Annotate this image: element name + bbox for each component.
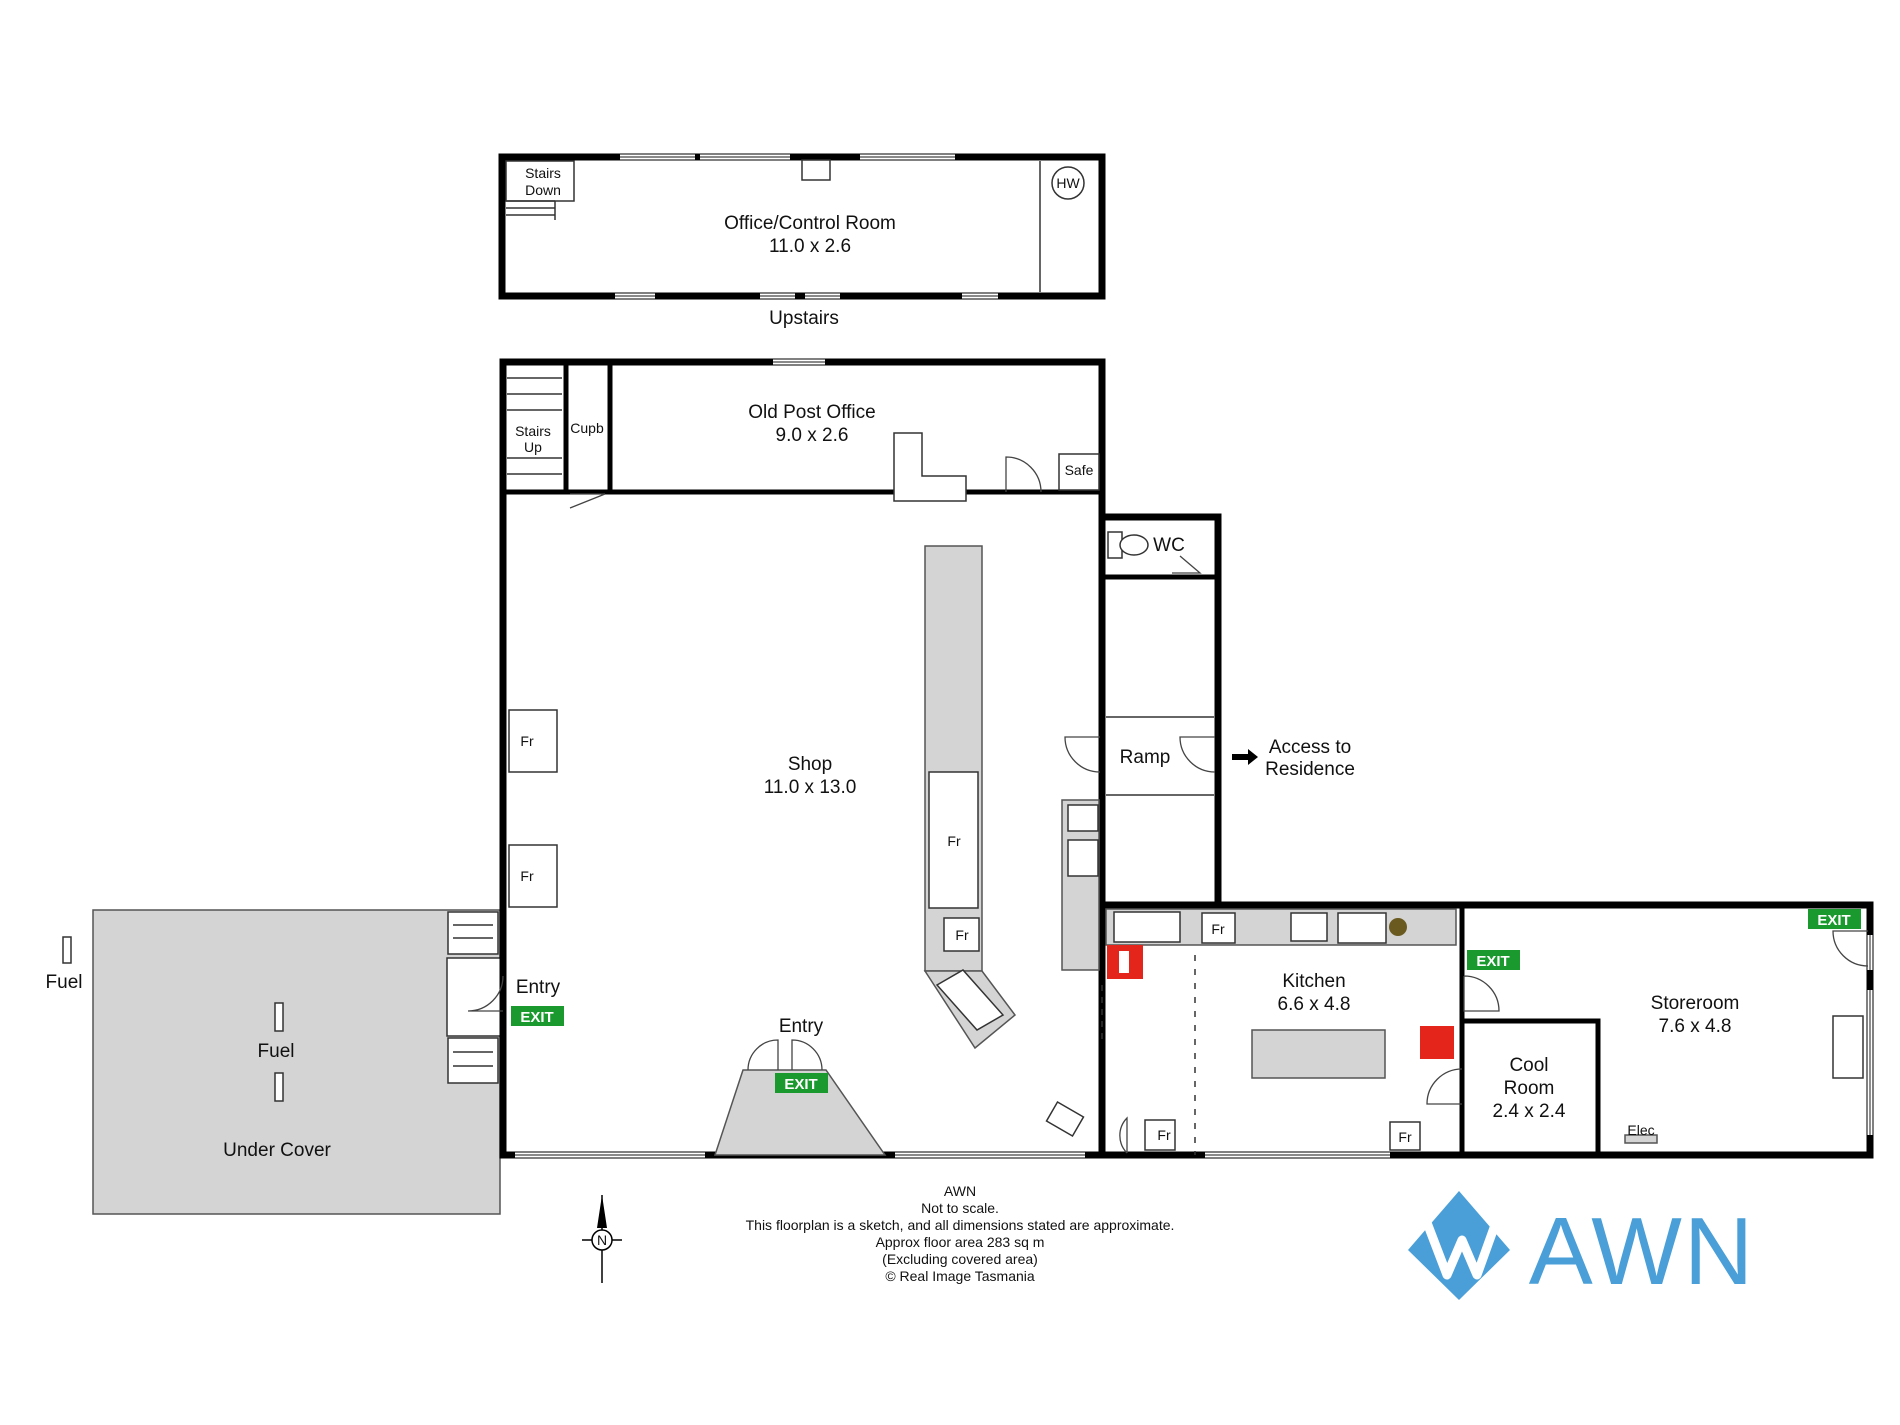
office-dims: 11.0 x 2.6: [769, 236, 851, 257]
safe: [1058, 453, 1100, 491]
safe-label: Safe: [1065, 462, 1094, 478]
compass-north-label: N: [597, 1232, 607, 1248]
hot-water-label: HW: [1056, 175, 1080, 191]
exit-label: EXIT: [1476, 953, 1509, 970]
door: [1064, 736, 1101, 773]
kitchen-island: [1251, 1029, 1386, 1079]
wc: WC: [1107, 531, 1202, 574]
arrow-right-icon: [1248, 749, 1258, 765]
fire-blanket-icon: [1420, 1026, 1454, 1059]
under-cover-area: Fuel Under Cover: [92, 909, 503, 1215]
cupboard-label: Cupb: [570, 420, 604, 436]
kitchen: Fr Kitchen 6.6 x 4.8 Fr Fr: [1105, 908, 1457, 1154]
post-office-name: Old Post Office: [748, 402, 875, 423]
under-cover-label: Under Cover: [223, 1140, 331, 1161]
cool-room-dims: 2.4 x 2.4: [1493, 1101, 1566, 1122]
ground-floor-walls: [499, 358, 1874, 1159]
hot-water-icon: [1051, 166, 1085, 200]
door: [467, 975, 504, 1012]
access-label-2: Residence: [1265, 759, 1355, 780]
fridge: [508, 709, 558, 773]
note-line: This floorplan is a sketch, and all dime…: [746, 1217, 1175, 1233]
cool-room: Cool Room 2.4 x 2.4: [1493, 1055, 1566, 1122]
fuel-pump-icon: [62, 936, 72, 964]
door: [1426, 1068, 1463, 1105]
door: [1463, 975, 1500, 1012]
awn-logo: AWN: [1408, 1191, 1755, 1305]
stairs-down-label-1: Stairs: [525, 165, 561, 181]
door: [1172, 555, 1202, 574]
door: [1005, 456, 1042, 493]
fuel-label-outer: Fuel: [46, 972, 83, 993]
stairs-up-label-1: Stairs: [515, 423, 551, 439]
fuel-pump-icon: [274, 1002, 284, 1032]
door: [791, 1039, 823, 1071]
counter: [893, 432, 967, 502]
entry-vestibule: [713, 1069, 887, 1156]
note-line: (Excluding covered area): [882, 1251, 1038, 1267]
disclaimer-notes: AWN Not to scale. This floorplan is a sk…: [746, 1183, 1175, 1284]
entry-label-left: Entry: [516, 977, 561, 998]
access-label-1: Access to: [1269, 737, 1351, 758]
kitchen-name: Kitchen: [1282, 971, 1345, 992]
fridge-label: Fr: [520, 868, 534, 884]
fridge-label: Fr: [955, 927, 969, 943]
upstairs-label: Upstairs: [769, 308, 839, 329]
fuel-label: Fuel: [258, 1041, 295, 1062]
storeroom-dims: 7.6 x 4.8: [1659, 1016, 1732, 1037]
fridge-label: Fr: [520, 733, 534, 749]
entry-label-front: Entry: [779, 1016, 824, 1037]
kitchen-dims: 6.6 x 4.8: [1278, 994, 1351, 1015]
compass-icon: N: [582, 1195, 622, 1283]
elec-label: Elec: [1627, 1122, 1654, 1138]
stairs-down-label-2: Down: [525, 182, 561, 198]
shop: Shop 11.0 x 13.0 Fr Fr Fr Fr Entry EXIT …: [467, 545, 1100, 1156]
door: [569, 493, 606, 509]
fridge-label: Fr: [1211, 921, 1225, 937]
exit-sign: [775, 1073, 828, 1093]
exit-sign: [511, 1006, 564, 1026]
ramp-label: Ramp: [1120, 747, 1171, 768]
exit-sign: [1467, 950, 1520, 970]
exit-label: EXIT: [1817, 912, 1850, 929]
storeroom-name: Storeroom: [1651, 993, 1740, 1014]
exit-label: EXIT: [520, 1009, 553, 1026]
door: [1179, 736, 1216, 773]
exit-sign: [1808, 909, 1861, 929]
exit-label: EXIT: [784, 1076, 817, 1093]
door: [747, 1039, 779, 1071]
post-office-dims: 9.0 x 2.6: [776, 425, 849, 446]
door: [1119, 1116, 1128, 1154]
note-line: AWN: [944, 1183, 976, 1199]
storeroom: EXIT EXIT Storeroom 7.6 x 4.8 Elec: [1420, 909, 1869, 1144]
stairs-down: Stairs Down: [505, 160, 575, 220]
heater-icon: [1389, 918, 1407, 936]
fridge-label: Fr: [1157, 1127, 1171, 1143]
fridge-label: Fr: [1398, 1129, 1412, 1145]
logo-text: AWN: [1529, 1198, 1755, 1305]
fridge: [508, 844, 558, 908]
office-name: Office/Control Room: [724, 213, 896, 234]
stairs-up-label-2: Up: [524, 439, 542, 455]
cool-room-line1: Cool: [1509, 1055, 1548, 1076]
fuel-pump-icon: [274, 1072, 284, 1102]
shop-name: Shop: [788, 754, 832, 775]
note-line: Approx floor area 283 sq m: [876, 1234, 1045, 1250]
note-line: © Real Image Tasmania: [885, 1268, 1035, 1284]
office-control-room: Stairs Down HW Office/Control Room 11.0 …: [498, 153, 1106, 300]
shop-dims: 11.0 x 13.0: [764, 777, 857, 798]
stairs-up: Stairs Up: [507, 377, 562, 475]
old-post-office: Old Post Office 9.0 x 2.6 Safe: [569, 402, 1100, 509]
cool-room-line2: Room: [1504, 1078, 1555, 1099]
basin-fixture: [801, 159, 831, 181]
door: [1832, 930, 1869, 967]
fridge-label: Fr: [947, 833, 961, 849]
ramp: Ramp Access to Residence: [1064, 736, 1355, 780]
note-line: Not to scale.: [921, 1200, 999, 1216]
wc-label: WC: [1153, 535, 1185, 556]
